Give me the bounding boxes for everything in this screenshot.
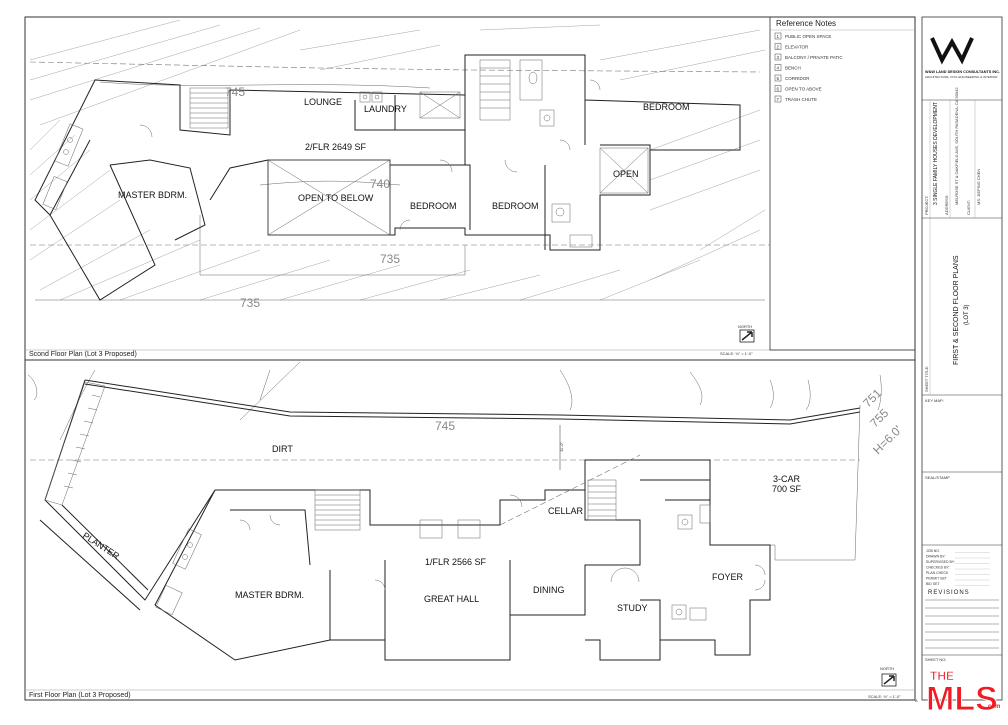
second-floor-scale: SCALE: ⅛" = 1'-0" (720, 351, 753, 356)
contour-label: 745 (435, 419, 455, 433)
reference-note-number-box (774, 53, 782, 61)
floor-area-label: 1/FLR 2566 SF (425, 557, 487, 567)
reference-note-text: OPEN TO ABOVE (785, 87, 822, 92)
title-block: W&W LAND DESIGN CONSULTANTS INC. ARCHITE… (915, 16, 1003, 703)
reference-note-text: TRASH CHUTE (785, 97, 817, 102)
reference-note-number-box (774, 43, 782, 50)
floor-area-label: 2/FLR 2649 SF (305, 142, 367, 152)
sheet-no-label: SHEET NO: (925, 657, 947, 662)
north-arrow-icon (739, 329, 755, 343)
job-field-label: BID SET (926, 582, 940, 586)
contour-label: 740 (370, 177, 390, 191)
room-label-dining: DINING (533, 585, 565, 595)
sheet-title-label: SHEET TITLE: (924, 366, 929, 392)
watermark-the: THE (930, 669, 954, 683)
reference-note-text: ELEVATOR (785, 45, 809, 50)
watermark-suffix: com (988, 704, 1000, 710)
room-label-dirt: DIRT (272, 444, 293, 454)
reference-note-number-box (774, 32, 782, 40)
north-arrow-icon (881, 673, 897, 687)
room-label-foyer: FOYER (712, 572, 744, 582)
room-label-laundry: LAUNDRY (364, 104, 407, 114)
reference-note-number: 7 (777, 97, 780, 102)
client-name: MS. JIEPING CHEN (976, 169, 981, 205)
second-floor-panel-title: Scond Floor Plan (Lot 3 Proposed) (29, 351, 137, 358)
address-label: ADDRESS: (944, 195, 949, 215)
reference-note-number-box (774, 85, 782, 92)
reference-note-number-box (774, 95, 782, 103)
room-label-master: MASTER BDRM. (118, 190, 187, 200)
room-label-study: STUDY (617, 603, 648, 613)
reference-note-number: 6 (777, 87, 780, 92)
mls-watermark-logo: THE MLS com (926, 669, 1001, 719)
room-label-open-below: OPEN TO BELOW (298, 193, 374, 203)
reference-note-text: BENCH (785, 66, 801, 71)
seal-label: SEAL/STAMP (925, 475, 950, 480)
job-field-label: JOB NO. (926, 549, 940, 553)
sheet-subtitle: (LOT 3) (964, 304, 970, 325)
key-map-label: KEY MAP: (925, 398, 944, 403)
second-floor-plan: 745 740 735 735 LOUNGE LAUNDRY 2/FLR 264… (29, 19, 770, 358)
reference-note-number-box (774, 74, 782, 82)
reference-note-number: 2 (777, 45, 780, 50)
room-label-open: OPEN (613, 169, 639, 179)
first-floor-scale: SCALE: ⅛" = 1'-0" (868, 694, 901, 699)
project-name: 3 SINGLE FAMILY HOUSES DEVELOPMENT (933, 102, 939, 205)
room-label-bedroom: BEDROOM (643, 102, 690, 112)
project-label: PROJECT: (924, 196, 929, 215)
reference-note-number-box (774, 64, 782, 71)
first-floor-panel-title: First Floor Plan (Lot 3 Proposed) (29, 692, 131, 699)
contour-label: 735 (240, 296, 260, 310)
room-label-cellar: CELLAR (548, 506, 584, 516)
reference-note-text: PUBLIC OPEN SPACE (785, 34, 831, 39)
reference-notes: Reference Notes 1 PUBLIC OPEN SPACE 2 ELEVA… (770, 19, 915, 103)
job-field-label: DRAWN BY: (926, 555, 946, 559)
contour-label: 745 (225, 85, 245, 99)
north-label: NORTH (880, 666, 894, 671)
revisions-label: REVISIONS (928, 590, 970, 596)
client-label: CLIENT: (966, 200, 971, 215)
reference-notes-panel (769, 16, 916, 351)
sheet-code: A (915, 698, 918, 703)
reference-notes-title: Reference Notes (776, 19, 836, 28)
watermark-mls: MLS (926, 680, 998, 718)
job-field-label: SUPERVISED BY: (926, 560, 955, 564)
north-label: NORTH (738, 324, 752, 329)
job-field-label: CHECKED BY: (926, 566, 950, 570)
sheet-border (24, 16, 916, 701)
address: MELROSE ST & OAKFIELD AVE, SOUTH PASADEN… (954, 87, 959, 205)
contour-label: 755 (867, 406, 891, 430)
room-label-great-hall: GREAT HALL (424, 594, 479, 604)
room-label-garage: 3-CAR (773, 474, 801, 484)
room-label-master: MASTER BDRM. (235, 590, 304, 600)
reference-note-number: 4 (777, 66, 780, 71)
firm-logo-icon (930, 37, 974, 65)
room-label-bedroom: BEDROOM (410, 201, 457, 211)
job-field-label: PLAN CHECK (926, 571, 949, 575)
reference-note-number: 1 (777, 34, 780, 39)
dimension-label: 11'-0" (559, 442, 564, 452)
reference-note-number: 5 (777, 76, 780, 81)
firm-name: W&W LAND DESIGN CONSULTANTS INC. (925, 70, 1000, 74)
garage-area-label: 700 SF (772, 484, 802, 494)
room-label-lounge: LOUNGE (304, 97, 342, 107)
firm-subtitle: ARCHITECTURE, CIVIL ENGINEERING & INTERI… (925, 75, 998, 79)
job-field-label: PERMIT SET (926, 577, 948, 581)
reference-note-text: CORRIDOR (785, 76, 810, 81)
sheet-title: FIRST & SECOND FLOOR PLANS (953, 255, 960, 365)
reference-note-text: BALCONY / PRIVATE PATIC (785, 55, 843, 60)
room-label-bedroom: BEDROOM (492, 201, 539, 211)
contour-label: 735 (380, 252, 400, 266)
reference-note-number: 3 (777, 55, 780, 60)
first-floor-plan: 745 751 755 H=6.0' 11'-0" DIRT PLANTER M… (27, 361, 905, 699)
